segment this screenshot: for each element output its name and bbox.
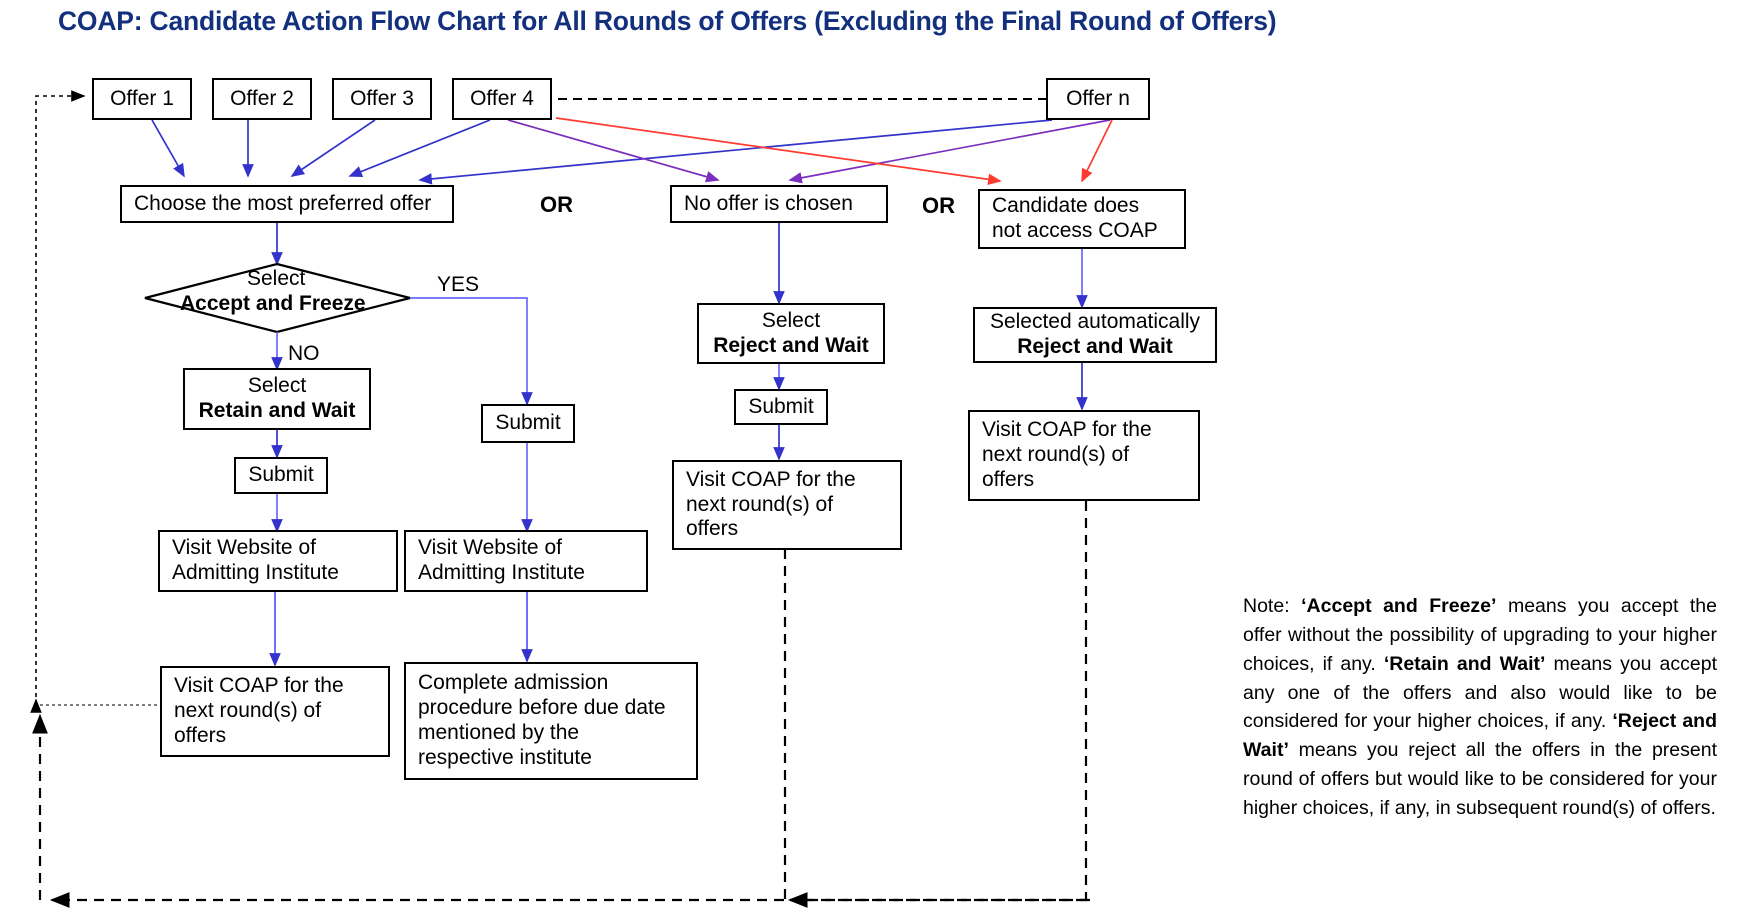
node-select-reject-and-wait[interactable]: Select Reject and Wait bbox=[697, 303, 885, 364]
node-visit-website-yes-line2: Admitting Institute bbox=[418, 561, 585, 584]
no-label: NO bbox=[288, 342, 320, 365]
node-offer-2[interactable]: Offer 2 bbox=[212, 78, 312, 120]
node-visit-website-left-line1: Visit Website of bbox=[172, 536, 316, 560]
node-retain-wait-line2: Retain and Wait bbox=[198, 399, 356, 422]
node-complete-admission-line3: mentioned by the bbox=[418, 721, 580, 744]
node-offer-2-label: Offer 2 bbox=[230, 86, 294, 110]
node-reject-wait-line1: Select bbox=[761, 308, 821, 332]
note-text-2: means you accept any one of the offers a… bbox=[1243, 652, 1717, 733]
node-no-offer-label: No offer is chosen bbox=[684, 191, 853, 215]
or-label-1: OR bbox=[540, 192, 573, 217]
note-term-retain-and-wait: ‘Retain and Wait’ bbox=[1383, 652, 1546, 675]
node-visit-coap-right[interactable]: Visit COAP for the next round(s) of offe… bbox=[968, 410, 1200, 501]
node-offer-1-label: Offer 1 bbox=[110, 86, 174, 110]
note-text-1: means you accept the offer without the p… bbox=[1243, 595, 1718, 675]
node-visit-website-left-line2: Admitting Institute bbox=[172, 561, 339, 584]
node-offer-4[interactable]: Offer 4 bbox=[452, 78, 552, 120]
decision-accept-freeze-line2: Accept and Freeze bbox=[180, 292, 366, 315]
node-offer-1[interactable]: Offer 1 bbox=[92, 78, 192, 120]
note-prefix: Note: bbox=[1243, 595, 1302, 617]
node-select-retain-and-wait[interactable]: Select Retain and Wait bbox=[183, 368, 371, 430]
decision-accept-freeze-line1: Select bbox=[247, 267, 306, 290]
note-term-accept-and-freeze: ‘Accept and Freeze’ bbox=[1301, 595, 1497, 617]
node-offer-n-label: Offer n bbox=[1066, 86, 1130, 110]
node-selected-automatically-reject-and-wait[interactable]: Selected automatically Reject and Wait bbox=[973, 307, 1217, 363]
node-visit-coap-middle[interactable]: Visit COAP for the next round(s) of offe… bbox=[672, 460, 902, 550]
node-auto-reject-line1: Selected automatically bbox=[989, 310, 1201, 334]
page-title: COAP: Candidate Action Flow Chart for Al… bbox=[58, 6, 1277, 36]
node-offer-n[interactable]: Offer n bbox=[1046, 78, 1150, 120]
or-label-2: OR bbox=[922, 193, 955, 218]
node-visit-coap-right-line2: next round(s) of bbox=[982, 443, 1130, 467]
node-submit-yes-label: Submit bbox=[495, 411, 561, 435]
node-offer-3[interactable]: Offer 3 bbox=[332, 78, 432, 120]
node-retain-wait-line1: Select bbox=[247, 374, 307, 398]
node-complete-admission[interactable]: Complete admission procedure before due … bbox=[404, 662, 698, 780]
node-visit-coap-left[interactable]: Visit COAP for the next round(s) of offe… bbox=[160, 666, 390, 757]
node-candidate-no-access-line1: Candidate does bbox=[992, 194, 1140, 218]
node-choose-most-preferred-offer[interactable]: Choose the most preferred offer bbox=[120, 185, 454, 223]
node-reject-wait-line2: Reject and Wait bbox=[713, 333, 869, 357]
node-offer-3-label: Offer 3 bbox=[350, 86, 414, 110]
node-visit-coap-right-line3: offers bbox=[982, 467, 1035, 491]
node-visit-coap-middle-line2: next round(s) of bbox=[686, 492, 834, 516]
node-no-offer-chosen[interactable]: No offer is chosen bbox=[670, 185, 888, 223]
note-term-reject-and-wait: ‘Reject and Wait’ bbox=[1243, 710, 1717, 762]
node-visit-coap-left-line2: next round(s) of bbox=[174, 699, 322, 723]
node-auto-reject-line2: Reject and Wait bbox=[1017, 335, 1173, 358]
node-submit-left-label: Submit bbox=[248, 463, 314, 487]
note-block: Note: ‘Accept and Freeze’ means you acce… bbox=[1243, 592, 1717, 823]
node-submit-yes[interactable]: Submit bbox=[481, 404, 575, 443]
node-visit-website-yes[interactable]: Visit Website of Admitting Institute bbox=[404, 530, 648, 592]
node-complete-admission-line2: procedure before due date bbox=[418, 696, 666, 720]
yes-label: YES bbox=[437, 273, 480, 296]
node-visit-website-yes-line1: Visit Website of bbox=[418, 536, 562, 560]
node-visit-coap-left-line3: offers bbox=[174, 723, 227, 747]
node-submit-left[interactable]: Submit bbox=[234, 457, 328, 494]
node-submit-middle-label: Submit bbox=[748, 394, 814, 418]
note-text-3: means you reject all the offers in the p… bbox=[1243, 739, 1717, 820]
node-visit-coap-middle-line3: offers bbox=[686, 517, 739, 541]
node-visit-coap-left-line1: Visit COAP for the bbox=[174, 674, 344, 698]
node-visit-coap-middle-line1: Visit COAP for the bbox=[686, 467, 856, 491]
node-choose-label: Choose the most preferred offer bbox=[134, 191, 432, 215]
node-candidate-no-access[interactable]: Candidate does not access COAP bbox=[978, 189, 1186, 249]
node-candidate-no-access-line2: not access COAP bbox=[992, 219, 1158, 242]
node-submit-middle[interactable]: Submit bbox=[734, 389, 828, 425]
node-visit-website-left[interactable]: Visit Website of Admitting Institute bbox=[158, 530, 398, 592]
node-offer-4-label: Offer 4 bbox=[470, 86, 534, 110]
node-complete-admission-line1: Complete admission bbox=[418, 671, 609, 695]
node-complete-admission-line4: respective institute bbox=[418, 745, 592, 769]
node-visit-coap-right-line1: Visit COAP for the bbox=[982, 418, 1152, 442]
